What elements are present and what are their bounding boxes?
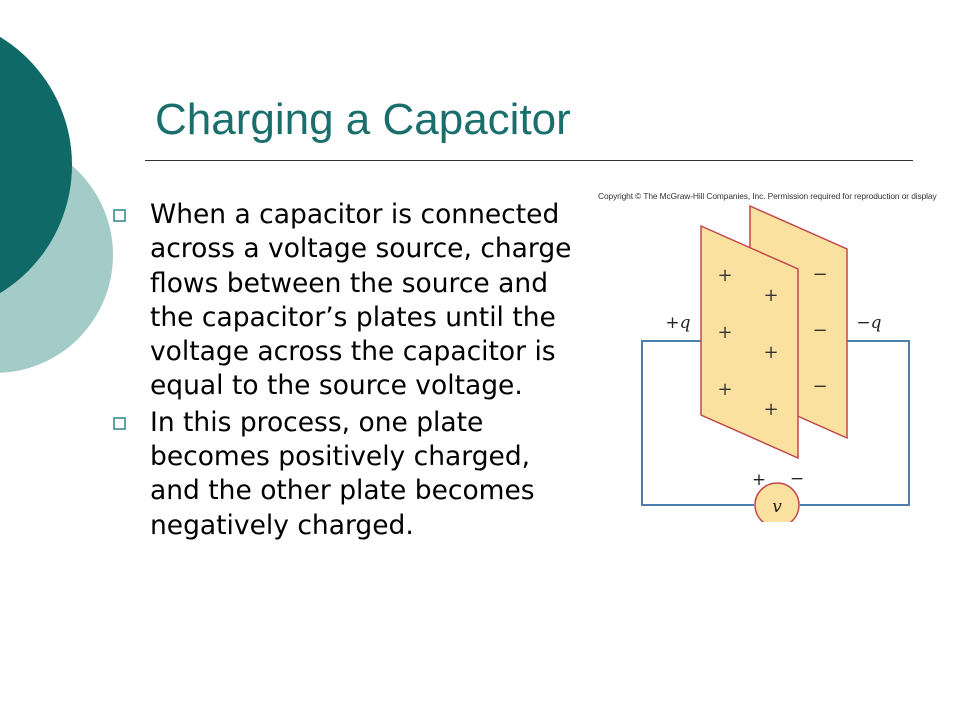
plus-sign: + [763,399,778,420]
positive-charge-label: +q [665,313,690,333]
copyright-notice: Copyright © The McGraw-Hill Companies, I… [598,191,937,201]
source-minus-sign: − [790,469,804,489]
voltage-source-label: v [772,497,782,517]
slide-title: Charging a Capacitor [155,95,571,144]
left-wire [641,340,754,506]
minus-sign: − [812,264,827,285]
plus-sign: + [717,265,732,286]
title-underline [145,160,913,161]
bullet-text: When a capacitor is connected across a v… [150,199,572,402]
bullet-text: In this process, one plate becomes posit… [150,406,535,541]
dark-teal-circle [0,36,72,294]
hollow-square-bullet-icon [113,416,126,430]
front-plate [700,224,799,460]
minus-sign: − [812,320,827,341]
plus-sign: + [717,379,732,400]
plus-sign: + [717,322,732,343]
plus-sign: + [763,285,778,306]
source-plus-sign: + [752,470,766,490]
capacitor-figure: + + + + + + − − − +q −q v + − Copyright … [598,186,954,522]
bullet-item: In this process, one plate becomes posit… [112,406,582,543]
voltage-source-icon [754,482,800,522]
hollow-square-bullet-icon [113,209,126,222]
plus-sign: + [763,342,778,363]
right-wire [800,340,910,506]
minus-sign: − [812,376,827,397]
bullet-item: When a capacitor is connected across a v… [112,198,582,404]
capacitor-circuit-diagram: + + + + + + − − − +q −q v + − [641,204,910,522]
negative-charge-label: −q [856,313,881,333]
bullet-list: When a capacitor is connected across a v… [112,198,582,545]
